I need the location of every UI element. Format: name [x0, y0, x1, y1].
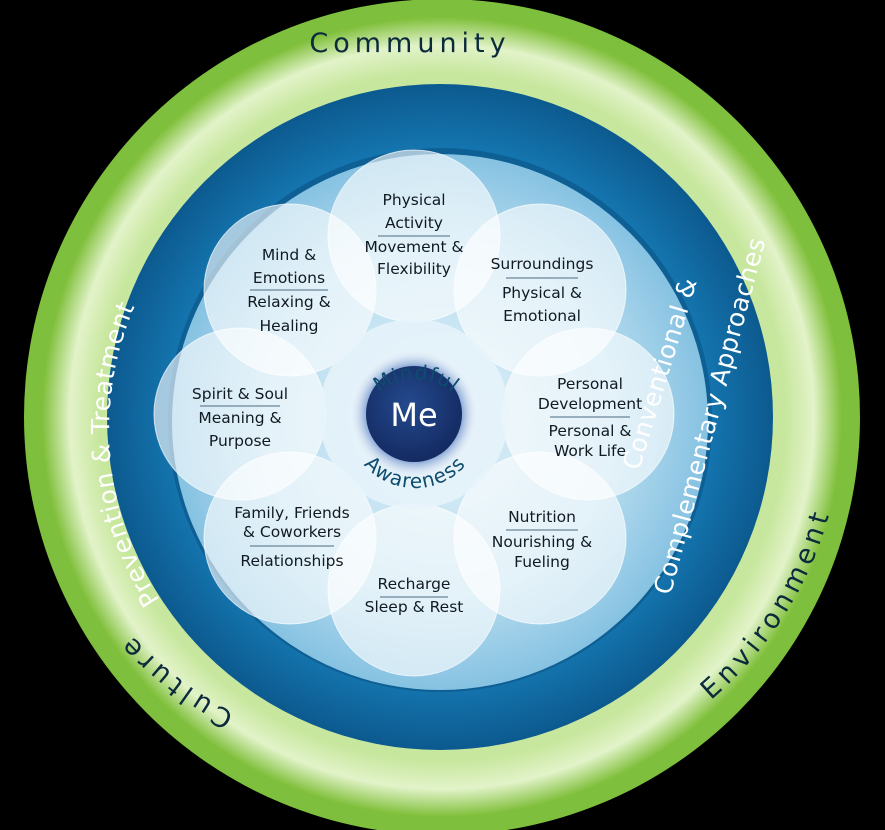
svg-text:Emotional: Emotional [503, 307, 581, 325]
core-label: Me [390, 396, 437, 434]
svg-text:Healing: Healing [260, 317, 319, 335]
svg-text:Meaning &: Meaning & [198, 409, 281, 427]
spirit-soul-text: Spirit & Soul Meaning & Purpose [192, 385, 288, 450]
svg-text:Mind &: Mind & [262, 246, 316, 264]
surroundings-text: Surroundings Physical & Emotional [491, 255, 594, 325]
svg-text:Surroundings: Surroundings [491, 255, 594, 273]
core-circle [366, 366, 462, 462]
svg-text:Family, Friends: Family, Friends [234, 504, 349, 522]
svg-text:Physical &: Physical & [502, 284, 582, 302]
svg-text:Recharge: Recharge [378, 575, 451, 593]
recharge-text: Recharge Sleep & Rest [365, 575, 464, 616]
svg-text:Nutrition: Nutrition [508, 508, 576, 526]
relationships-text: Family, Friends & Coworkers Relationship… [234, 504, 349, 570]
svg-text:Personal &: Personal & [549, 422, 632, 440]
svg-text:Sleep & Rest: Sleep & Rest [365, 598, 464, 616]
svg-text:& Coworkers: & Coworkers [243, 523, 341, 541]
svg-text:Work Life: Work Life [554, 442, 626, 460]
nutrition-text: Nutrition Nourishing & Fueling [492, 508, 592, 571]
svg-text:Flexibility: Flexibility [377, 260, 451, 278]
svg-text:Spirit & Soul: Spirit & Soul [192, 385, 288, 403]
svg-text:Personal: Personal [557, 375, 623, 393]
svg-text:Relaxing &: Relaxing & [247, 293, 331, 311]
svg-text:Purpose: Purpose [209, 432, 271, 450]
svg-text:Emotions: Emotions [253, 269, 325, 287]
svg-text:Development: Development [538, 395, 642, 413]
mind-emotions-text: Mind & Emotions Relaxing & Healing [247, 246, 331, 335]
svg-text:Relationships: Relationships [240, 552, 343, 570]
svg-text:Activity: Activity [385, 214, 443, 232]
community-label: Community [309, 28, 510, 59]
svg-text:Movement &: Movement & [364, 238, 463, 256]
physical-activity-text: Physical Activity Movement & Flexibility [364, 191, 463, 278]
svg-text:Nourishing &: Nourishing & [492, 533, 592, 551]
personal-development-text: Personal Development Personal & Work Lif… [538, 375, 642, 460]
svg-text:Fueling: Fueling [514, 553, 570, 571]
svg-text:Physical: Physical [382, 191, 445, 209]
